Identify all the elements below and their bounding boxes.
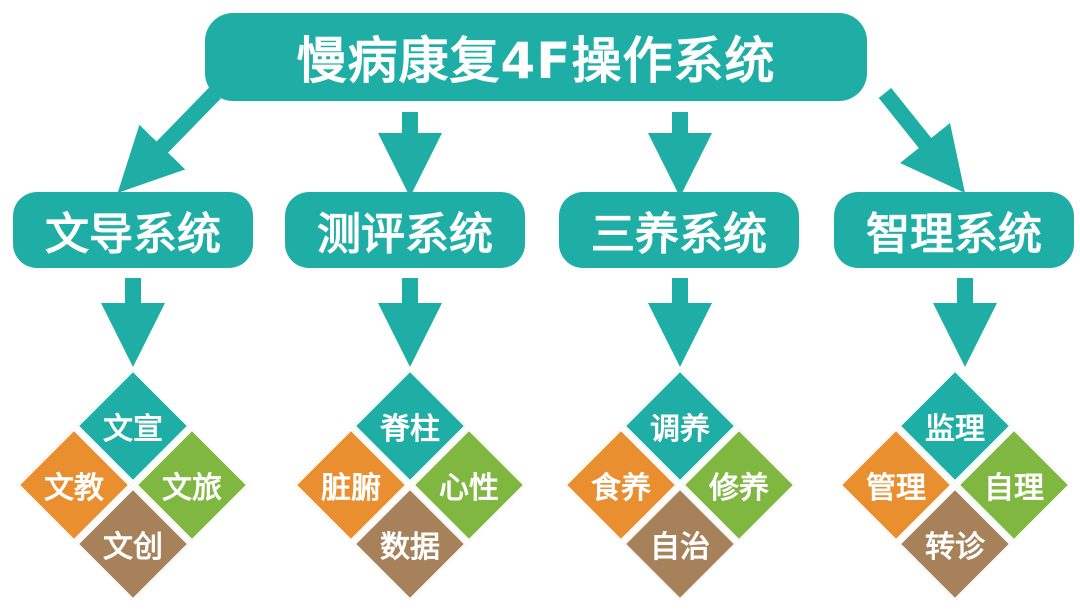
diamond-label-left-4: 管理 [866, 471, 926, 506]
diamond-label-right-4: 自理 [984, 471, 1044, 506]
system-label-1: 文导系统 [45, 209, 221, 260]
system-box-4: 智理系统 [834, 192, 1074, 268]
arrow-to-system-4 [878, 88, 965, 193]
diamond-label-bottom-2: 数据 [380, 530, 440, 565]
system-label-2: 测评系统 [317, 209, 493, 260]
diamond-label-top-2: 脊柱 [380, 412, 440, 447]
system-box-3: 三养系统 [559, 192, 799, 268]
diamond-label-right-2: 心性 [439, 471, 499, 506]
diamond-label-top-3: 调养 [650, 412, 710, 447]
arrow-to-system-1 [117, 87, 221, 193]
system-box-2: 测评系统 [285, 192, 525, 268]
diamond-label-left-3: 食养 [591, 471, 651, 506]
diamond-label-right-3: 修养 [709, 471, 769, 506]
title-text: 慢病康复4F操作系统 [296, 32, 776, 90]
diamond-label-left-1: 文教 [44, 471, 104, 506]
diamond-label-left-2: 脏腑 [321, 471, 381, 506]
system-box-1: 文导系统 [13, 192, 253, 268]
diamond-label-right-1: 文旅 [162, 471, 222, 506]
diamond-label-bottom-4: 转诊 [925, 530, 985, 565]
diamond-label-top-1: 文宣 [103, 412, 163, 447]
diamond-label-top-4: 监理 [925, 412, 985, 447]
system-label-4: 智理系统 [866, 209, 1042, 260]
diamond-label-bottom-3: 自治 [650, 530, 710, 565]
title-box: 慢病康复4F操作系统 [205, 13, 867, 101]
diamond-label-bottom-1: 文创 [103, 530, 163, 565]
system-label-3: 三养系统 [591, 209, 767, 260]
